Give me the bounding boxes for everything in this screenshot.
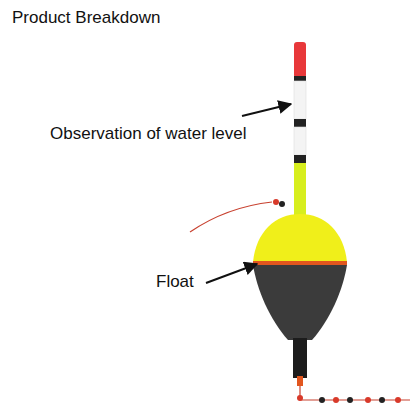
fishing-line (300, 386, 410, 400)
antenna-band (294, 76, 306, 81)
part-label: Observation of water level (50, 124, 247, 144)
float-body-top (253, 214, 347, 262)
antenna-band (294, 127, 306, 155)
bead (365, 397, 371, 403)
antenna-tip (294, 42, 306, 78)
leader-arrow (242, 104, 291, 116)
bead (379, 397, 385, 403)
float-body-bottom (253, 265, 347, 340)
antenna-stem (294, 163, 306, 218)
bead (297, 395, 303, 401)
bead (319, 397, 325, 403)
bead (395, 397, 401, 403)
antenna-band (294, 81, 306, 119)
float-ring (253, 261, 347, 265)
swivel (297, 376, 303, 386)
antenna-band (294, 119, 306, 127)
leader-arrow (206, 264, 257, 283)
title: Product Breakdown (12, 8, 160, 28)
bead (279, 201, 285, 207)
bead (347, 397, 353, 403)
antenna-band (294, 155, 306, 163)
float-stem (293, 338, 307, 378)
fishing-line (190, 202, 272, 232)
bead (333, 397, 339, 403)
bead (273, 199, 279, 205)
part-label: Float (156, 272, 194, 292)
